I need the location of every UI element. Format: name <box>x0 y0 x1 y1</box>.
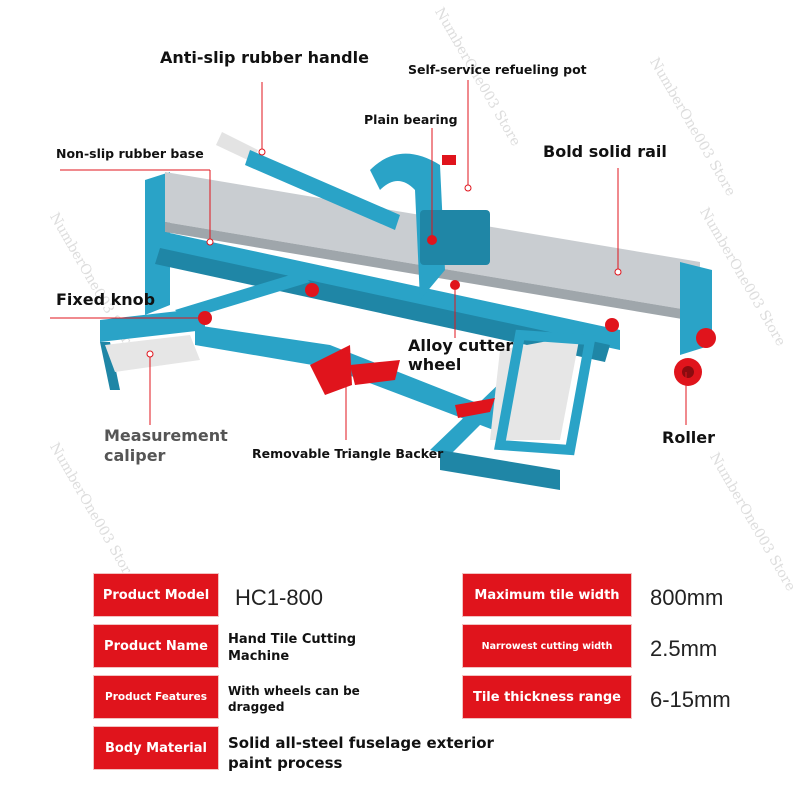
callout-cutter-wheel-line2: wheel <box>408 355 462 374</box>
spec-table: Product Model HC1-800 Product Name Hand … <box>0 565 800 800</box>
spec-value-name: Hand Tile Cutting Machine <box>228 632 357 664</box>
tile-cutter-illustration <box>50 80 716 490</box>
triangle-backer <box>310 345 352 395</box>
spec-value-thickness: 6-15mm <box>650 687 731 712</box>
callout-plain-bearing: Plain bearing <box>364 112 458 127</box>
callout-handle: Anti-slip rubber handle <box>160 48 369 67</box>
handle-arm <box>245 150 400 230</box>
callout-caliper-line1: Measurement <box>104 426 228 445</box>
spec-label-narrowest-cut: Narrowest cutting width <box>463 625 631 667</box>
spec-label-features: Product Features <box>94 676 218 718</box>
spec-value-model: HC1-800 <box>235 585 324 610</box>
callout-fixed-knob: Fixed knob <box>56 290 156 309</box>
callout-rail: Bold solid rail <box>543 142 667 161</box>
callout-roller: Roller <box>662 428 716 447</box>
callout-triangle-backer: Removable Triangle Backer <box>252 446 444 461</box>
left-support <box>145 172 170 315</box>
base-front-left <box>100 308 205 342</box>
spec-label-thickness: Tile thickness range <box>463 676 631 718</box>
spec-label-model: Product Model <box>94 574 218 616</box>
spec-value-features: With wheels can be dragged <box>228 684 360 714</box>
spec-value-material: Solid all-steel fuselage exterior paint … <box>228 734 494 772</box>
callout-cutter-wheel-line1: Alloy cutter <box>408 336 514 355</box>
base-cross-bar <box>195 325 520 440</box>
spec-label-max-width: Maximum tile width <box>463 574 631 616</box>
callout-refueling-pot: Self-service refueling pot <box>408 62 587 77</box>
cutter-wheel <box>450 280 460 290</box>
spec-value-max-width: 800mm <box>650 585 724 610</box>
spec-value-narrowest-cut: 2.5mm <box>650 636 718 661</box>
oil-pot <box>442 155 456 165</box>
rubber-handle <box>216 132 258 162</box>
spec-label-material: Body Material <box>94 727 218 769</box>
callout-rubber-base: Non-slip rubber base <box>56 146 204 161</box>
spec-label-name: Product Name <box>94 625 218 667</box>
callout-caliper-line2: caliper <box>104 446 166 465</box>
